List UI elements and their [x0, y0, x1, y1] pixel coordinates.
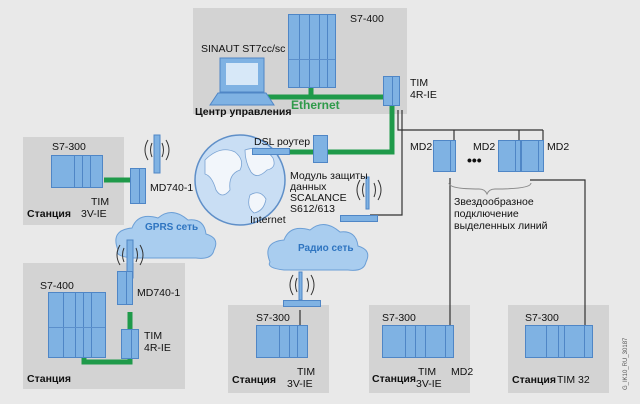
radio-cloud-label: Радио сеть — [298, 243, 354, 254]
ethernet-label: Ethernet — [291, 98, 340, 112]
cc-tim-4r-ie — [383, 76, 400, 106]
lb-plc-label: S7-400 — [40, 280, 74, 292]
md2-label-3: MD2 — [547, 141, 570, 153]
figure-code: G_IK10_RU_30187 — [623, 337, 629, 390]
lb-md740-1 — [117, 271, 133, 305]
cc-software-label: SINAUT ST7cc/sc — [201, 43, 286, 55]
lt-tim-label-2: 3V-IE — [81, 208, 107, 220]
lt-plc-label: S7-300 — [52, 141, 86, 153]
radio-cloud-icon — [267, 224, 369, 271]
lt-s7-300-rack — [51, 155, 103, 188]
b2-plc-label: S7-300 — [382, 312, 416, 324]
security-label-1: Модуль защиты — [290, 170, 368, 182]
line-md2-to-station3 — [530, 179, 586, 335]
lt-modem-label: MD740-1 — [150, 182, 194, 194]
gprs-cloud-label: GPRS сеть — [145, 222, 199, 233]
pc-icon — [209, 57, 275, 106]
b2-tim-label-1: TIM — [418, 366, 437, 378]
b1-tim-label-1: TIM — [297, 366, 316, 378]
b1-caption: Станция — [232, 374, 276, 386]
md2-note-3: выделенных линий — [454, 220, 548, 232]
leased-lines — [299, 110, 586, 335]
lt-tim-label-1: TIM — [91, 196, 110, 208]
dsl-router — [252, 148, 290, 155]
internet-label: Internet — [250, 214, 286, 226]
b1-s7-300-rack — [256, 325, 308, 358]
lb-caption: Станция — [27, 373, 71, 385]
lb-tim-label-2: 4R-IE — [144, 342, 171, 354]
line-tim-to-md2-bus — [397, 110, 543, 131]
radio-modem-top — [340, 215, 378, 222]
md2-note-1: Звездообразное — [454, 196, 534, 208]
brace — [448, 182, 532, 196]
lb-modem-label: MD740-1 — [137, 287, 181, 299]
b3-plc-label: S7-300 — [525, 312, 559, 324]
md2-device-3 — [521, 140, 544, 172]
security-label-3: SCALANCE — [290, 192, 347, 204]
security-label-4: S612/613 — [290, 203, 335, 215]
cc-plc-label: S7-400 — [350, 13, 384, 25]
md2-device-2 — [498, 140, 521, 172]
ethernet-to-dsl — [290, 105, 395, 155]
b2-tim-label-2: 3V-IE — [416, 378, 442, 390]
antenna-waves — [116, 139, 382, 296]
b3-tim-label: TIM 32 — [557, 374, 590, 386]
dsl-router-label: DSL роутер — [254, 136, 311, 148]
cc-tim-label-2: 4R-IE — [410, 89, 437, 101]
radio-modem-bottom — [283, 300, 321, 307]
lb-s7-400-rack — [48, 292, 106, 358]
line-tim-to-radio — [370, 110, 403, 216]
lb-tim-4r-ie — [121, 329, 139, 359]
lb-tim-label-1: TIM — [144, 330, 163, 342]
b2-md2-label: MD2 — [451, 366, 474, 378]
cc-caption: Центр управления — [195, 106, 292, 118]
b3-caption: Станция — [512, 374, 556, 386]
cc-s7-400-rack — [288, 14, 336, 88]
md2-device-1 — [433, 140, 456, 172]
md2-ellipsis: ••• — [467, 152, 482, 168]
md2-note-2: подключение — [454, 208, 519, 220]
md2-label-2: MD2 — [473, 141, 496, 153]
b3-s7-300-rack — [525, 325, 593, 358]
md2-label-1: MD2 — [410, 141, 433, 153]
b1-tim-label-2: 3V-IE — [287, 378, 313, 390]
b2-caption: Станция — [372, 373, 416, 385]
scalance-s612 — [313, 135, 328, 163]
b2-s7-300-rack — [382, 325, 454, 358]
security-label-2: данных — [290, 181, 327, 193]
globe-icon — [194, 134, 286, 226]
lt-caption: Станция — [27, 208, 71, 220]
cc-tim-label-1: TIM — [410, 77, 429, 89]
lt-md740-1 — [130, 168, 146, 204]
b1-plc-label: S7-300 — [256, 312, 290, 324]
